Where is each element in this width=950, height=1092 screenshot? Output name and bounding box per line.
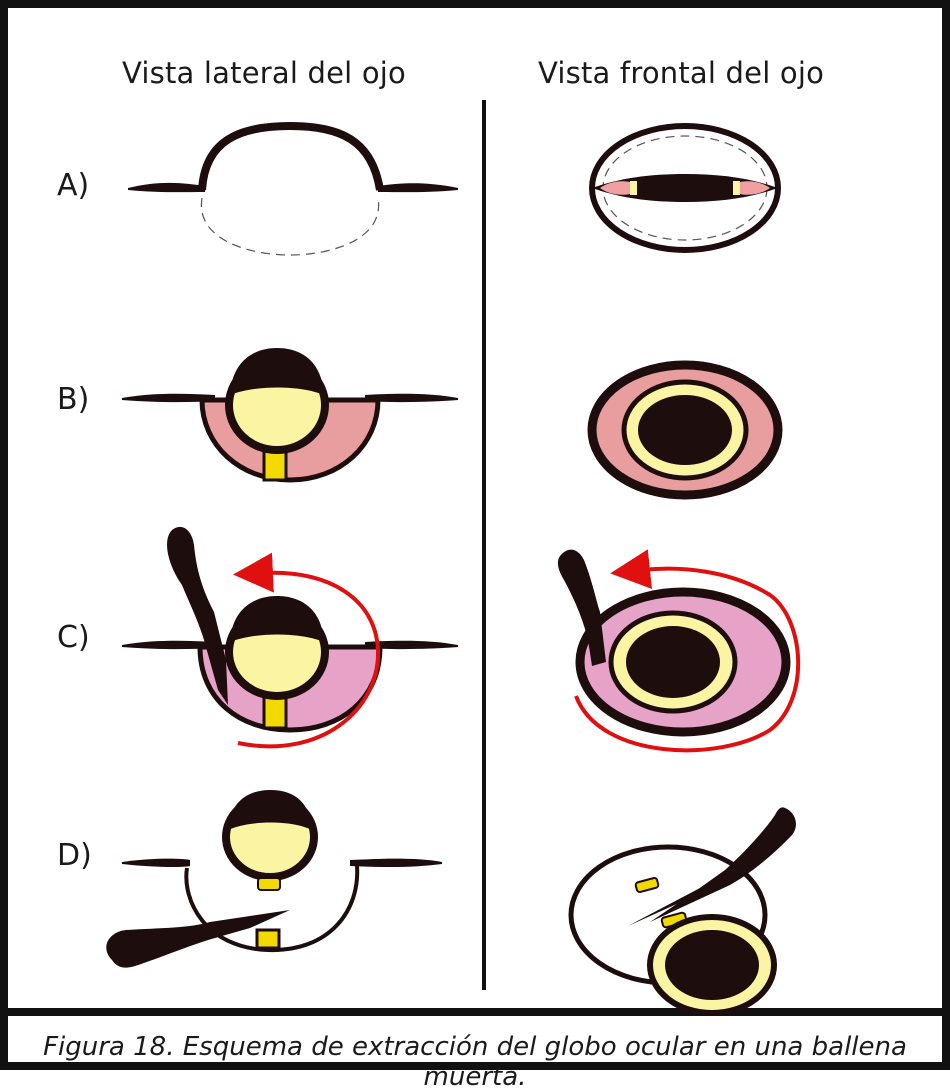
row-label-d: D) xyxy=(57,838,92,873)
cornea xyxy=(665,930,759,1000)
eyelid-left xyxy=(122,859,190,867)
eyelid-right xyxy=(378,183,458,192)
severed-nerve xyxy=(258,878,280,890)
eyelid-right xyxy=(350,859,442,867)
muscle-left xyxy=(630,181,637,195)
row-d-frontal xyxy=(571,807,796,1013)
title-frontal-view: Vista frontal del ojo xyxy=(538,56,824,90)
row-label-c: C) xyxy=(57,620,90,655)
muscle-right xyxy=(733,181,740,195)
eyeball-top-arc xyxy=(202,126,380,190)
row-b-lateral xyxy=(122,348,458,480)
row-c-frontal xyxy=(558,550,798,751)
figure-border xyxy=(4,4,946,1066)
row-b-frontal xyxy=(592,365,778,495)
title-lateral-view: Vista lateral del ojo xyxy=(122,56,406,90)
cornea xyxy=(626,626,720,698)
eyeball-hidden-outline xyxy=(201,198,378,255)
row-label-b: B) xyxy=(57,382,89,417)
row-label-a: A) xyxy=(57,168,89,203)
figure-canvas xyxy=(0,0,950,1070)
figure-caption: Figura 18. Esquema de extracción del glo… xyxy=(0,1032,950,1092)
optic-nerve-stump xyxy=(257,930,279,948)
row-a-frontal xyxy=(592,126,778,250)
eyelid-left xyxy=(128,183,205,192)
row-c-lateral xyxy=(122,527,458,747)
cornea xyxy=(638,395,732,465)
row-d-lateral xyxy=(106,790,442,968)
row-a-lateral xyxy=(128,126,458,255)
knife-icon xyxy=(167,527,228,705)
